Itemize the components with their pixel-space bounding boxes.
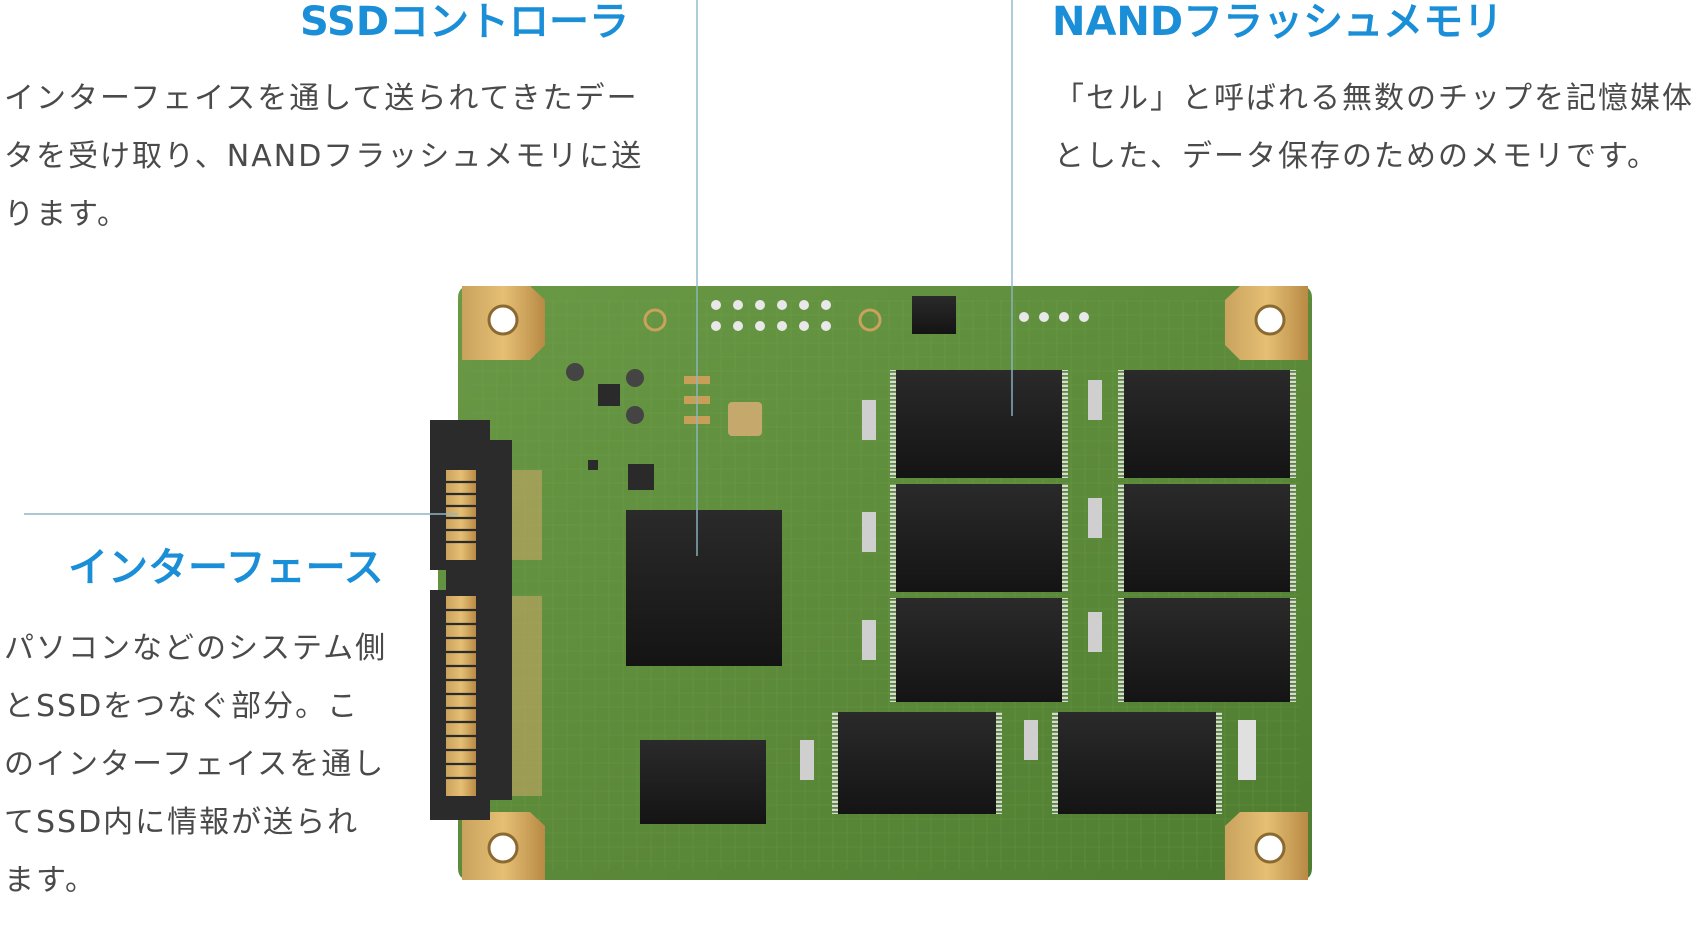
controller-chip xyxy=(626,510,782,666)
nand-desc-line-1: 「セル」と呼ばれる無数のチップを記憶媒体 xyxy=(1054,81,1694,116)
via-holes xyxy=(643,300,1089,332)
controller-desc-line-3: ります。 xyxy=(4,197,129,232)
resistor-arrays xyxy=(800,380,1256,780)
controller-title: SSDコントローラ xyxy=(300,0,630,45)
sata-connector xyxy=(430,420,542,820)
interface-desc-line-2: とSSDをつなぐ部分。こ xyxy=(4,689,360,724)
eeprom-chip xyxy=(912,296,956,334)
controller-description: インターフェイスを通して送られてきたデー タを受け取り、NANDフラッシュメモリ… xyxy=(4,70,643,244)
controller-desc-line-1: インターフェイスを通して送られてきたデー xyxy=(4,81,639,116)
dram-chip xyxy=(640,740,766,824)
interface-description: パソコンなどのシステム側 とSSDをつなぐ部分。こ のインターフェイスを通し て… xyxy=(4,620,387,910)
controller-desc-line-2: タを受け取り、NANDフラッシュメモリに送 xyxy=(4,139,644,174)
interface-desc-line-5: ます。 xyxy=(4,863,97,898)
nand-desc-line-2: とした、データ保存のためのメモリです。 xyxy=(1054,139,1659,174)
interface-desc-line-3: のインターフェイスを通し xyxy=(4,747,386,782)
callout-lines xyxy=(24,0,1013,556)
mounting-pads xyxy=(462,286,1308,880)
nand-description: 「セル」と呼ばれる無数のチップを記憶媒体 とした、データ保存のためのメモリです。 xyxy=(1054,70,1694,186)
interface-desc-line-4: てSSD内に情報が送られ xyxy=(4,805,360,840)
nand-chips xyxy=(832,370,1296,814)
interface-title: インターフェース xyxy=(68,545,384,591)
interface-desc-line-1: パソコンなどのシステム側 xyxy=(4,631,388,666)
nand-title: NANDフラッシュメモリ xyxy=(1052,0,1504,45)
